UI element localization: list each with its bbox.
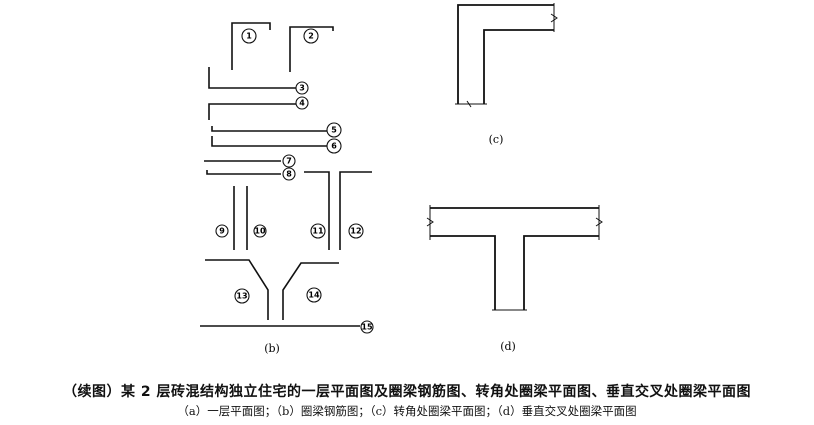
rebar-5: 5 [211,122,342,138]
rebar-7: 7 [204,154,296,168]
bar-label-1: 1 [246,32,252,41]
rebar-9: 9 [215,186,235,250]
figure-caption: （续图）某 2 层砖混结构独立住宅的一层平面图及圈梁钢筋图、转角处圈梁平面图、垂… [63,384,751,400]
bar-label-11: 11 [312,227,324,236]
corner-beam-c: (c) [455,3,558,146]
label-b: (b) [264,342,280,355]
rebar-diagram-b: 1 2 3 4 5 6 [200,22,374,355]
rebar-8: 8 [206,167,296,181]
t-junction-beam-d: (d) [426,205,603,353]
bar-label-12: 12 [350,227,361,236]
bar-label-4: 4 [299,99,305,108]
rebar-4: 4 [208,96,309,120]
label-c: (c) [489,133,504,146]
bar-label-7: 7 [286,157,292,166]
rebar-10: 10 [246,186,267,250]
bar-label-2: 2 [308,32,314,41]
rebar-12: 12 [339,171,372,250]
bar-label-6: 6 [331,142,337,151]
rebar-2: 2 [289,26,334,72]
bar-label-15: 15 [361,323,373,332]
bar-label-14: 14 [308,291,320,300]
bar-label-5: 5 [331,126,337,135]
rebar-15: 15 [200,320,374,334]
label-d: (d) [500,340,516,353]
bar-label-13: 13 [236,292,247,301]
bar-label-10: 10 [254,227,266,236]
rebar-1: 1 [231,22,271,70]
rebar-6: 6 [211,136,342,154]
figure-subcaption: （a）一层平面图；（b）圈梁钢筋图；（c）转角处圈梁平面图；（d）垂直交叉处圈梁… [177,404,637,418]
bar-label-9: 9 [219,227,225,236]
bar-label-3: 3 [299,84,305,93]
bar-label-8: 8 [286,170,292,179]
rebar-11: 11 [304,171,330,250]
rebar-14: 14 [282,262,339,320]
rebar-3: 3 [208,67,309,95]
rebar-13: 13 [205,259,269,320]
